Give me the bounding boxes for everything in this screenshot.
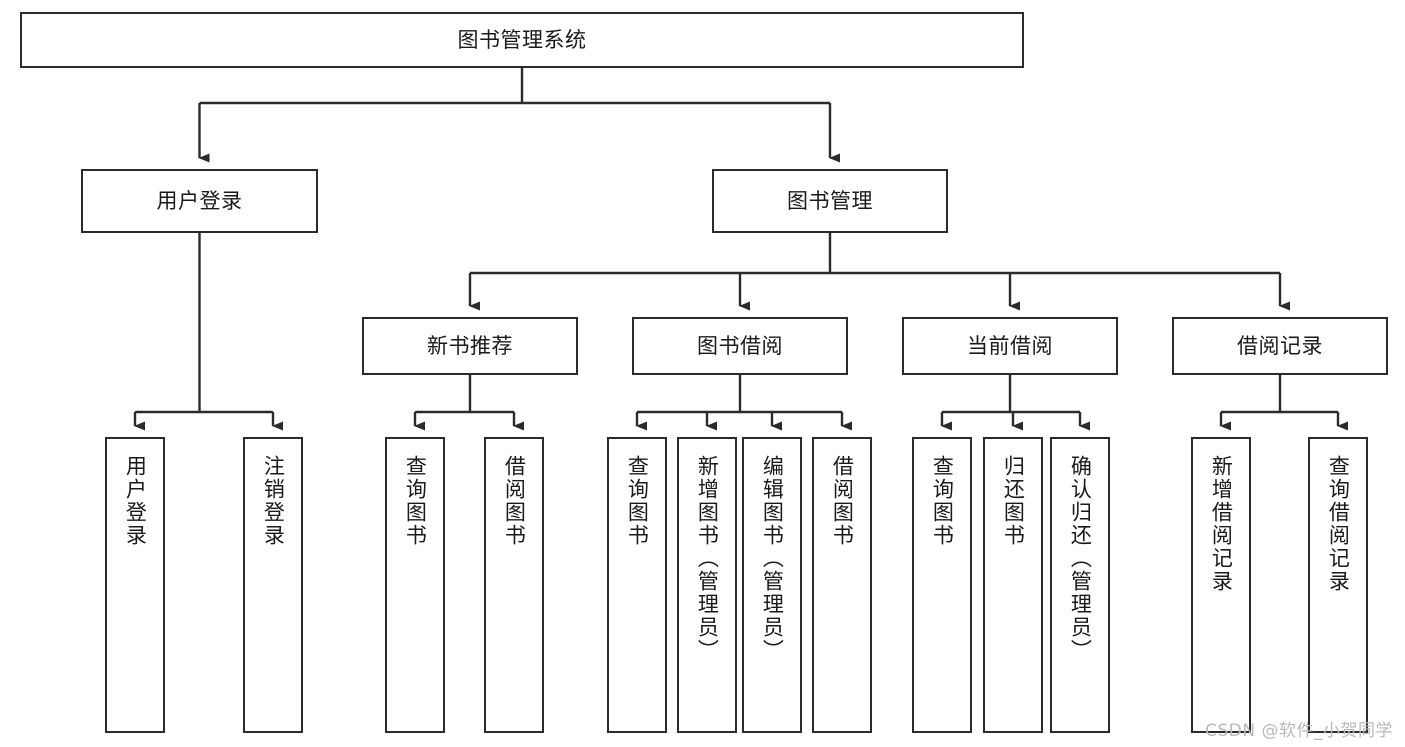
node-leaf-query-record[interactable]: 查询借阅记录 xyxy=(1308,437,1368,733)
node-label: 查询图书 xyxy=(930,455,955,547)
node-label: 新书推荐 xyxy=(427,333,513,358)
node-new-book-recommend[interactable]: 新书推荐 xyxy=(362,317,578,375)
node-leaf-user-login[interactable]: 用户登录 xyxy=(105,437,165,733)
node-leaf-add-record[interactable]: 新增借阅记录 xyxy=(1191,437,1251,733)
node-leaf-confirm-return[interactable]: 确认归还（管理员） xyxy=(1050,437,1110,733)
node-book-manage[interactable]: 图书管理 xyxy=(712,169,948,233)
node-leaf-add-book[interactable]: 新增图书（管理员） xyxy=(677,437,737,733)
node-label: 查询借阅记录 xyxy=(1326,455,1351,593)
node-label: 用户登录 xyxy=(156,188,243,213)
node-user-login[interactable]: 用户登录 xyxy=(81,169,318,233)
node-label: 查询图书 xyxy=(625,455,650,547)
node-label: 编辑图书（管理员） xyxy=(760,455,785,662)
node-label: 新增借阅记录 xyxy=(1209,455,1234,593)
node-label: 归还图书 xyxy=(1001,455,1026,547)
node-label: 图书管理 xyxy=(787,188,873,213)
node-label: 注销登录 xyxy=(261,455,286,547)
node-current-borrow[interactable]: 当前借阅 xyxy=(902,317,1118,375)
node-label: 图书借阅 xyxy=(697,333,783,358)
node-leaf-borrow-book-2[interactable]: 借阅图书 xyxy=(812,437,872,733)
node-leaf-query-book-1[interactable]: 查询图书 xyxy=(385,437,445,733)
node-label: 确认归还（管理员） xyxy=(1068,455,1093,662)
node-leaf-return-book[interactable]: 归还图书 xyxy=(983,437,1043,733)
node-book-borrow[interactable]: 图书借阅 xyxy=(632,317,848,375)
node-label: 图书管理系统 xyxy=(457,27,587,52)
node-label: 查询图书 xyxy=(403,455,428,547)
node-leaf-edit-book[interactable]: 编辑图书（管理员） xyxy=(742,437,802,733)
node-root[interactable]: 图书管理系统 xyxy=(20,12,1024,68)
edges-group xyxy=(133,68,1348,431)
node-borrow-record[interactable]: 借阅记录 xyxy=(1172,317,1388,375)
node-label: 借阅图书 xyxy=(502,455,527,547)
node-label: 新增图书（管理员） xyxy=(695,455,720,662)
node-label: 借阅记录 xyxy=(1237,333,1323,358)
node-label: 用户登录 xyxy=(123,455,148,547)
node-leaf-query-book-2[interactable]: 查询图书 xyxy=(607,437,667,733)
node-leaf-logout[interactable]: 注销登录 xyxy=(243,437,303,733)
node-label: 当前借阅 xyxy=(967,333,1053,358)
node-label: 借阅图书 xyxy=(830,455,855,547)
node-leaf-query-book-3[interactable]: 查询图书 xyxy=(912,437,972,733)
node-leaf-borrow-book-1[interactable]: 借阅图书 xyxy=(484,437,544,733)
